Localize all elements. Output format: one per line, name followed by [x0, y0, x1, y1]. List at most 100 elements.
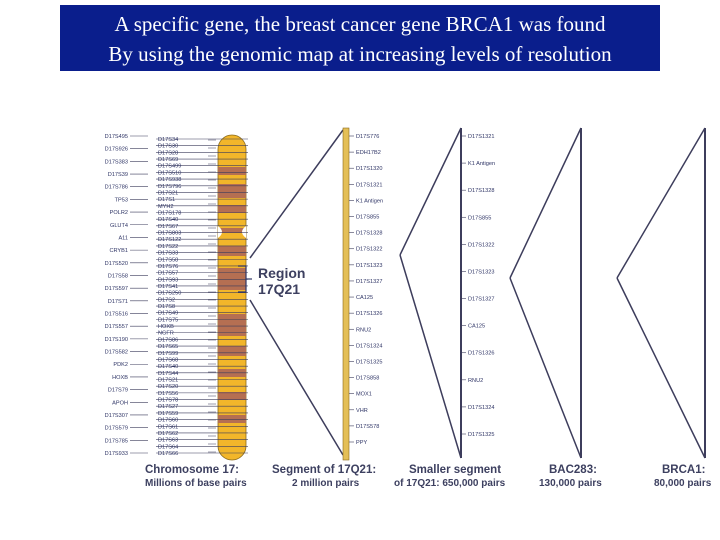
title-line-2: By using the genomic map at increasing l… — [108, 42, 612, 66]
segment-marker-label: EDH17B2 — [356, 150, 381, 156]
chromosome-marker-label: D17S58 — [158, 257, 178, 263]
region-label-line-2: 17Q21 — [258, 281, 300, 297]
chromosome-marker-label: D17S33 — [158, 251, 178, 257]
chromosome-marker-label: D17S75 — [158, 317, 178, 323]
chromosome-marker-label: D17S62 — [158, 431, 178, 437]
segment-marker-label: D17S578 — [356, 424, 379, 430]
left-gene-label: PDK2 — [113, 362, 128, 368]
segment-marker-label: D17S1324 — [356, 343, 382, 349]
title-box: A specific gene, the breast cancer gene … — [60, 5, 660, 71]
segment-marker-label: D17S1321 — [356, 182, 382, 188]
chromosome-marker-label: NGFR — [158, 331, 174, 337]
left-gene-label: D17S307 — [105, 413, 128, 419]
segment-marker-label: D17S776 — [356, 134, 379, 140]
segment-marker-label: K1 Antigen — [356, 198, 383, 204]
segment-marker-label: D17S1322 — [356, 247, 382, 253]
segment-marker-label: MOX1 — [356, 392, 372, 398]
caption-brca1-line-1: BRCA1: — [662, 464, 705, 476]
chromosome-marker-label: D17S76 — [158, 264, 178, 270]
chromosome-marker-label: D17S28 — [158, 150, 178, 156]
left-gene-labels: D17S495D17S926D17S383D17S39D17S786TP53PO… — [105, 134, 148, 457]
left-gene-label: GLUT4 — [110, 223, 128, 229]
chromosome-marker-label: D17S40 — [158, 364, 178, 370]
chromosome-marker-label: D17S34 — [158, 137, 178, 143]
chromosome-marker-label: D17S59 — [158, 411, 178, 417]
smaller-marker-label: D17S855 — [468, 215, 491, 221]
caption-chromosome-line-1: Chromosome 17: — [145, 464, 239, 476]
chromosome-marker-label: D17S61 — [158, 424, 178, 430]
title-line-1: A specific gene, the breast cancer gene … — [114, 12, 606, 36]
zoom-line-upper-1 — [249, 129, 344, 259]
chromosome-marker-label: D17S2 — [158, 297, 175, 303]
left-gene-label: POLR2 — [110, 210, 128, 216]
chromosome-marker-label: D17S250 — [158, 291, 181, 297]
chromosome-marker-label: D17S796 — [158, 184, 181, 190]
smaller-marker-label: D17S1323 — [468, 269, 494, 275]
chromosome-marker-label: D17S21 — [158, 190, 178, 196]
chromosome-marker-label: D17S93 — [158, 277, 178, 283]
chromosome-marker-label: D17S56 — [158, 391, 178, 397]
chromosome-marker-label: D17S510 — [158, 170, 181, 176]
zoom-line-lower-4 — [616, 277, 706, 459]
chromosome-band-ticks — [208, 139, 216, 453]
chromosome-marker-label: HOXB — [158, 324, 174, 330]
segment-marker-label: PPY — [356, 440, 367, 446]
chromosome-marker-label: D17S44 — [158, 371, 178, 377]
segment-17q21 — [342, 127, 350, 461]
chromosome-marker-label: D17S30 — [158, 144, 178, 150]
zoom-line-lower-3 — [509, 277, 582, 459]
caption-brca1-line-2: 80,000 pairs — [654, 478, 712, 489]
smaller-marker-label: D17S1325 — [468, 432, 494, 438]
segment-marker-label: VHR — [356, 408, 368, 414]
segment-marker-label: D17S1326 — [356, 311, 382, 317]
chromosome-marker-label: D17S57 — [158, 271, 178, 277]
segment-marker-label: D17S1320 — [356, 166, 382, 172]
left-gene-label: D17S557 — [105, 324, 128, 330]
caption-smaller-line-1: Smaller segment — [409, 464, 501, 476]
segment-marker-label: D17S1325 — [356, 359, 382, 365]
left-gene-label: D17S39 — [108, 172, 128, 178]
chromosome-marker-label: D17S41 — [158, 284, 178, 290]
left-gene-label: D17S71 — [108, 299, 128, 305]
left-gene-label: D17S785 — [105, 438, 128, 444]
segment-marker-label: CA125 — [356, 295, 373, 301]
chromosome-17 — [217, 134, 247, 461]
smaller-marker-label: D17S1326 — [468, 351, 494, 357]
caption-segment-line-2: 2 million pairs — [292, 478, 360, 489]
smaller-marker-label: RNU2 — [468, 378, 483, 384]
chromosome-marker-label: D17S65 — [158, 344, 178, 350]
chromosome-marker-label: MYH2 — [158, 204, 174, 210]
region-label-line-1: Region — [258, 265, 305, 281]
left-gene-label: CRYB1 — [109, 248, 128, 254]
zoom-line-upper-3 — [509, 127, 582, 279]
left-gene-label: D17S933 — [105, 451, 128, 457]
smaller-marker-label: K1 Antigen — [468, 161, 495, 167]
zoom-line-lower-2 — [399, 254, 462, 459]
caption-smaller-line-2: of 17Q21: 650,000 pairs — [394, 478, 506, 489]
chromosome-marker-labels: D17S34D17S30D17S28D17S69D17S499D17S510D1… — [156, 137, 248, 457]
smaller-marker-label: D17S1322 — [468, 242, 494, 248]
caption-segment-line-1: Segment of 17Q21: — [272, 464, 376, 476]
left-gene-label: D17S520 — [105, 261, 128, 267]
chromosome-marker-label: D17S27 — [158, 404, 178, 410]
chromosome-marker-label: D17S63 — [158, 438, 178, 444]
chromosome-marker-label: D17S69 — [158, 157, 178, 163]
zoom-line-lower-1 — [249, 299, 344, 456]
left-gene-label: D17S383 — [105, 159, 128, 165]
chromosome-marker-label: D17S178 — [158, 210, 181, 216]
left-gene-label: D17S190 — [105, 337, 128, 343]
zoom-line-upper-4 — [616, 127, 706, 279]
chromosome-marker-label: D17S64 — [158, 444, 178, 450]
chromosome-marker-label: D17S40 — [158, 217, 178, 223]
caption-bac283-line-2: 130,000 pairs — [539, 478, 602, 489]
smaller-marker-label: D17S1321 — [468, 134, 494, 140]
smaller-marker-label: CA125 — [468, 324, 485, 330]
left-gene-label: D17S58 — [108, 273, 128, 279]
chromosome-marker-label: D17S20 — [158, 384, 178, 390]
chromosome-marker-label: D17S49 — [158, 311, 178, 317]
segment-marker-label: D17S1328 — [356, 231, 382, 237]
segment-marker-label: D17S858 — [356, 376, 379, 382]
left-gene-label: D17S495 — [105, 134, 128, 140]
